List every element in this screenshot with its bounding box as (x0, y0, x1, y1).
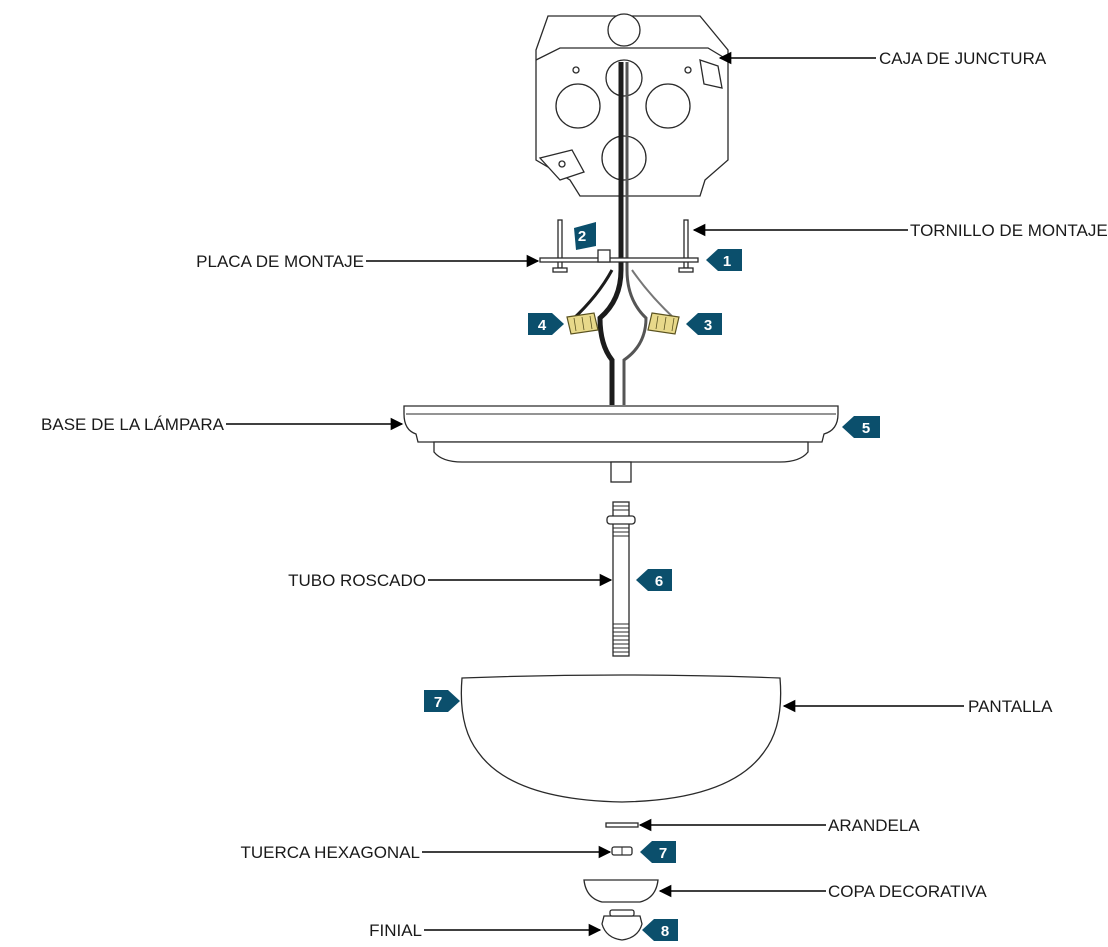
shade (460, 674, 782, 803)
svg-text:5: 5 (862, 420, 870, 437)
label-threaded-tube: TUBO ROSCADO (288, 571, 426, 590)
decorative-cup (583, 879, 659, 903)
step-badge-8: 8 (642, 919, 678, 941)
step-badge-2: 2 (574, 222, 596, 250)
label-washer: ARANDELA (828, 816, 920, 835)
label-finial: FINIAL (369, 921, 422, 940)
mounting-screw-left (552, 219, 568, 273)
step-badge-5: 5 (842, 416, 880, 438)
mounting-screw-right (678, 219, 694, 273)
step-badge-7-shade: 7 (424, 690, 460, 712)
step-badge-1: 1 (706, 249, 742, 271)
washer (605, 822, 639, 828)
wire-nut-left (566, 312, 599, 335)
svg-text:8: 8 (661, 923, 669, 940)
svg-text:7: 7 (659, 845, 667, 862)
label-hex-nut: TUERCA HEXAGONAL (241, 843, 421, 862)
step-badge-6: 6 (636, 569, 672, 591)
lamp-base (403, 405, 839, 483)
leader-lines (226, 51, 964, 937)
svg-text:4: 4 (538, 317, 547, 334)
step-badge-7-nut: 7 (640, 841, 676, 863)
step-badge-3: 3 (686, 313, 722, 335)
label-mounting-plate: PLACA DE MONTAJE (196, 252, 364, 271)
threaded-tube (606, 501, 636, 657)
svg-text:6: 6 (655, 573, 663, 590)
svg-text:2: 2 (578, 228, 586, 245)
svg-text:7: 7 (434, 694, 442, 711)
wire-nut-right (647, 312, 680, 335)
mounting-plate (539, 249, 699, 263)
label-mounting-screw: TORNILLO DE MONTAJE (910, 221, 1108, 240)
svg-text:1: 1 (723, 253, 731, 270)
step-badge-4: 4 (528, 313, 564, 335)
label-junction-box: CAJA DE JUNCTURA (879, 49, 1047, 68)
junction-box (535, 13, 729, 197)
svg-text:3: 3 (704, 317, 712, 334)
hex-nut (611, 846, 633, 856)
label-lamp-base: BASE DE LA LÁMPARA (41, 415, 225, 434)
label-decorative-cup: COPA DECORATIVA (828, 882, 987, 901)
finial (601, 909, 643, 941)
wires (570, 62, 677, 405)
label-shade: PANTALLA (968, 697, 1053, 716)
